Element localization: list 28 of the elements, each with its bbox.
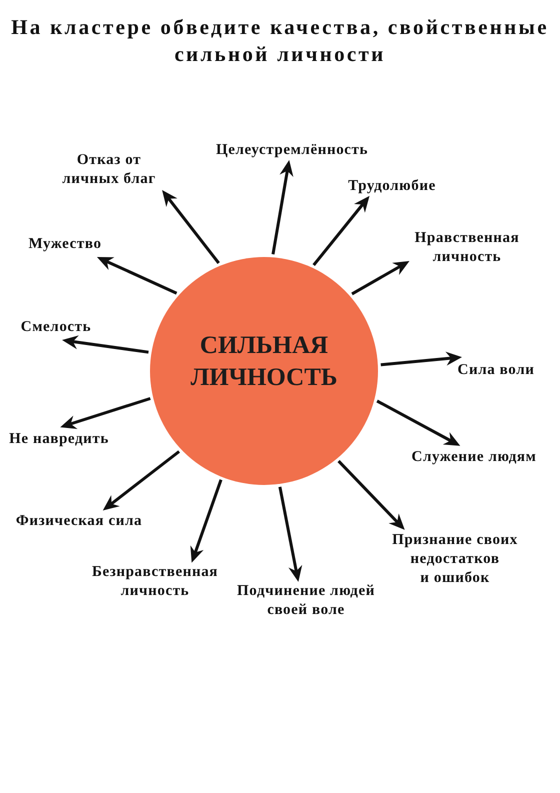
arrow	[312, 196, 370, 266]
quality-label: Целеустремлённость	[216, 141, 368, 160]
arrow	[102, 450, 180, 510]
quality-label: Смелость	[20, 318, 92, 337]
arrow	[62, 335, 149, 354]
quality-label: Сила воли	[458, 361, 534, 380]
quality-label: Трудолюбие	[348, 177, 436, 196]
quality-label: Признание своих недостатков и ошибок	[388, 531, 522, 588]
arrow	[190, 479, 222, 563]
arrow	[272, 160, 294, 255]
arrow	[376, 400, 460, 446]
arrow	[380, 352, 462, 366]
arrow	[338, 460, 405, 530]
quality-label: Мужество	[28, 235, 102, 254]
quality-label: Не навредить	[9, 430, 109, 449]
arrow	[162, 190, 220, 264]
arrow	[96, 257, 178, 295]
circle-title: СИЛЬНАЯ ЛИЧНОСТЬ	[190, 331, 338, 393]
arrow	[351, 261, 410, 296]
quality-label: Подчинение людей своей воле	[233, 582, 379, 620]
title: На кластере обведите качества, свойственные сильной личности	[10, 14, 550, 68]
quality-label: Служение людям	[412, 448, 536, 467]
quality-label: Отказ от личных благ	[59, 151, 159, 189]
quality-label: Физическая сила	[16, 512, 142, 531]
arrow	[278, 486, 302, 582]
arrow	[60, 397, 151, 430]
quality-label: Нравственная личность	[411, 229, 523, 267]
quality-label: Безнравственная личность	[88, 563, 222, 601]
